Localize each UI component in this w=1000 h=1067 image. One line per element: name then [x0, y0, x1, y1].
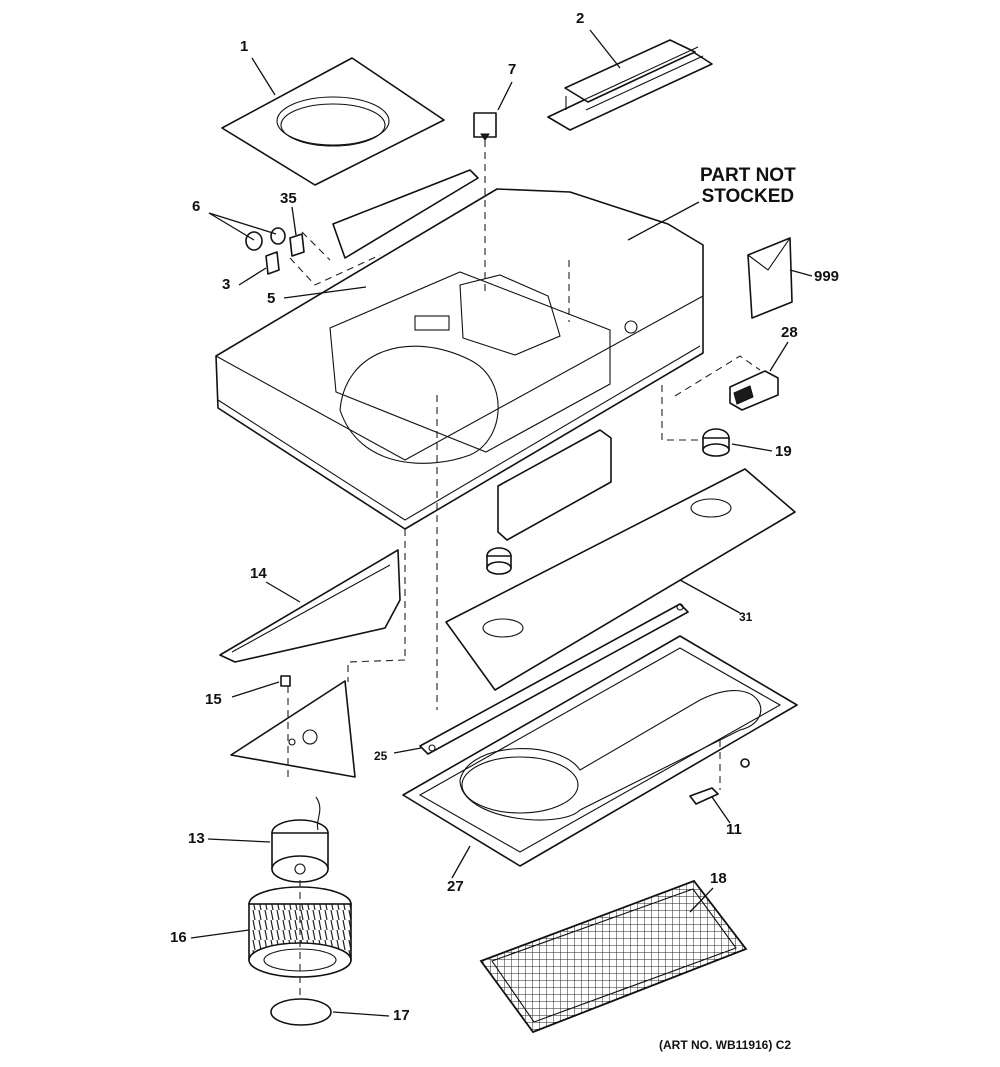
assembly-guide-lines [287, 140, 761, 1000]
part-not-stocked-line2: STOCKED [701, 186, 795, 207]
callout-13: 13 [188, 830, 205, 847]
part-999-literature-envelope [747, 237, 793, 319]
callout-19: 19 [775, 443, 792, 460]
part-17-ring [270, 998, 332, 1026]
callout-5: 5 [267, 290, 276, 307]
callout-25: 25 [374, 749, 388, 763]
part-28-switch [729, 370, 779, 411]
part-not-stocked-line1: PART NOT [700, 165, 796, 186]
part-13-motor [271, 796, 329, 883]
part-1-top-plate [221, 57, 445, 186]
callout-14: 14 [250, 565, 267, 582]
callout-16: 16 [170, 929, 187, 946]
part-14-scroll-panel [219, 549, 401, 663]
callout-1: 1 [240, 38, 249, 55]
callout-35: 35 [280, 190, 297, 207]
part-15-nut [280, 675, 291, 687]
part-31-light-panel [445, 468, 796, 691]
part-not-stocked-note: PART NOT STOCKED [700, 165, 796, 207]
lamp-socket-lower [486, 547, 512, 575]
callout-18: 18 [710, 870, 727, 887]
hood-body [215, 188, 704, 530]
part-2-damper-assembly [547, 39, 713, 131]
art-number-label: (ART NO. WB11916) C2 [659, 1038, 792, 1052]
callout-15: 15 [205, 691, 222, 708]
callout-11: 11 [726, 821, 742, 838]
callout-2: 2 [576, 10, 585, 27]
callout-999: 999 [814, 268, 840, 285]
callout-17: 17 [393, 1007, 410, 1024]
callout-27: 27 [447, 878, 464, 895]
part-27-bottom-panel [402, 635, 798, 867]
callout-7: 7 [508, 61, 517, 78]
leader-lines [190, 29, 813, 1017]
motor-mounting-plate [230, 680, 356, 778]
part-18-grease-filter [479, 879, 748, 1034]
callout-31: 31 [739, 610, 753, 624]
inner-panel [497, 429, 612, 541]
part-25-trim-strip [419, 603, 689, 755]
callout-28: 28 [781, 324, 798, 341]
part-19-lamp-socket [702, 428, 730, 457]
callout-3: 3 [222, 276, 231, 293]
part-7-bracket [473, 112, 497, 141]
callout-6: 6 [192, 198, 201, 215]
part-11-screw [689, 758, 750, 805]
